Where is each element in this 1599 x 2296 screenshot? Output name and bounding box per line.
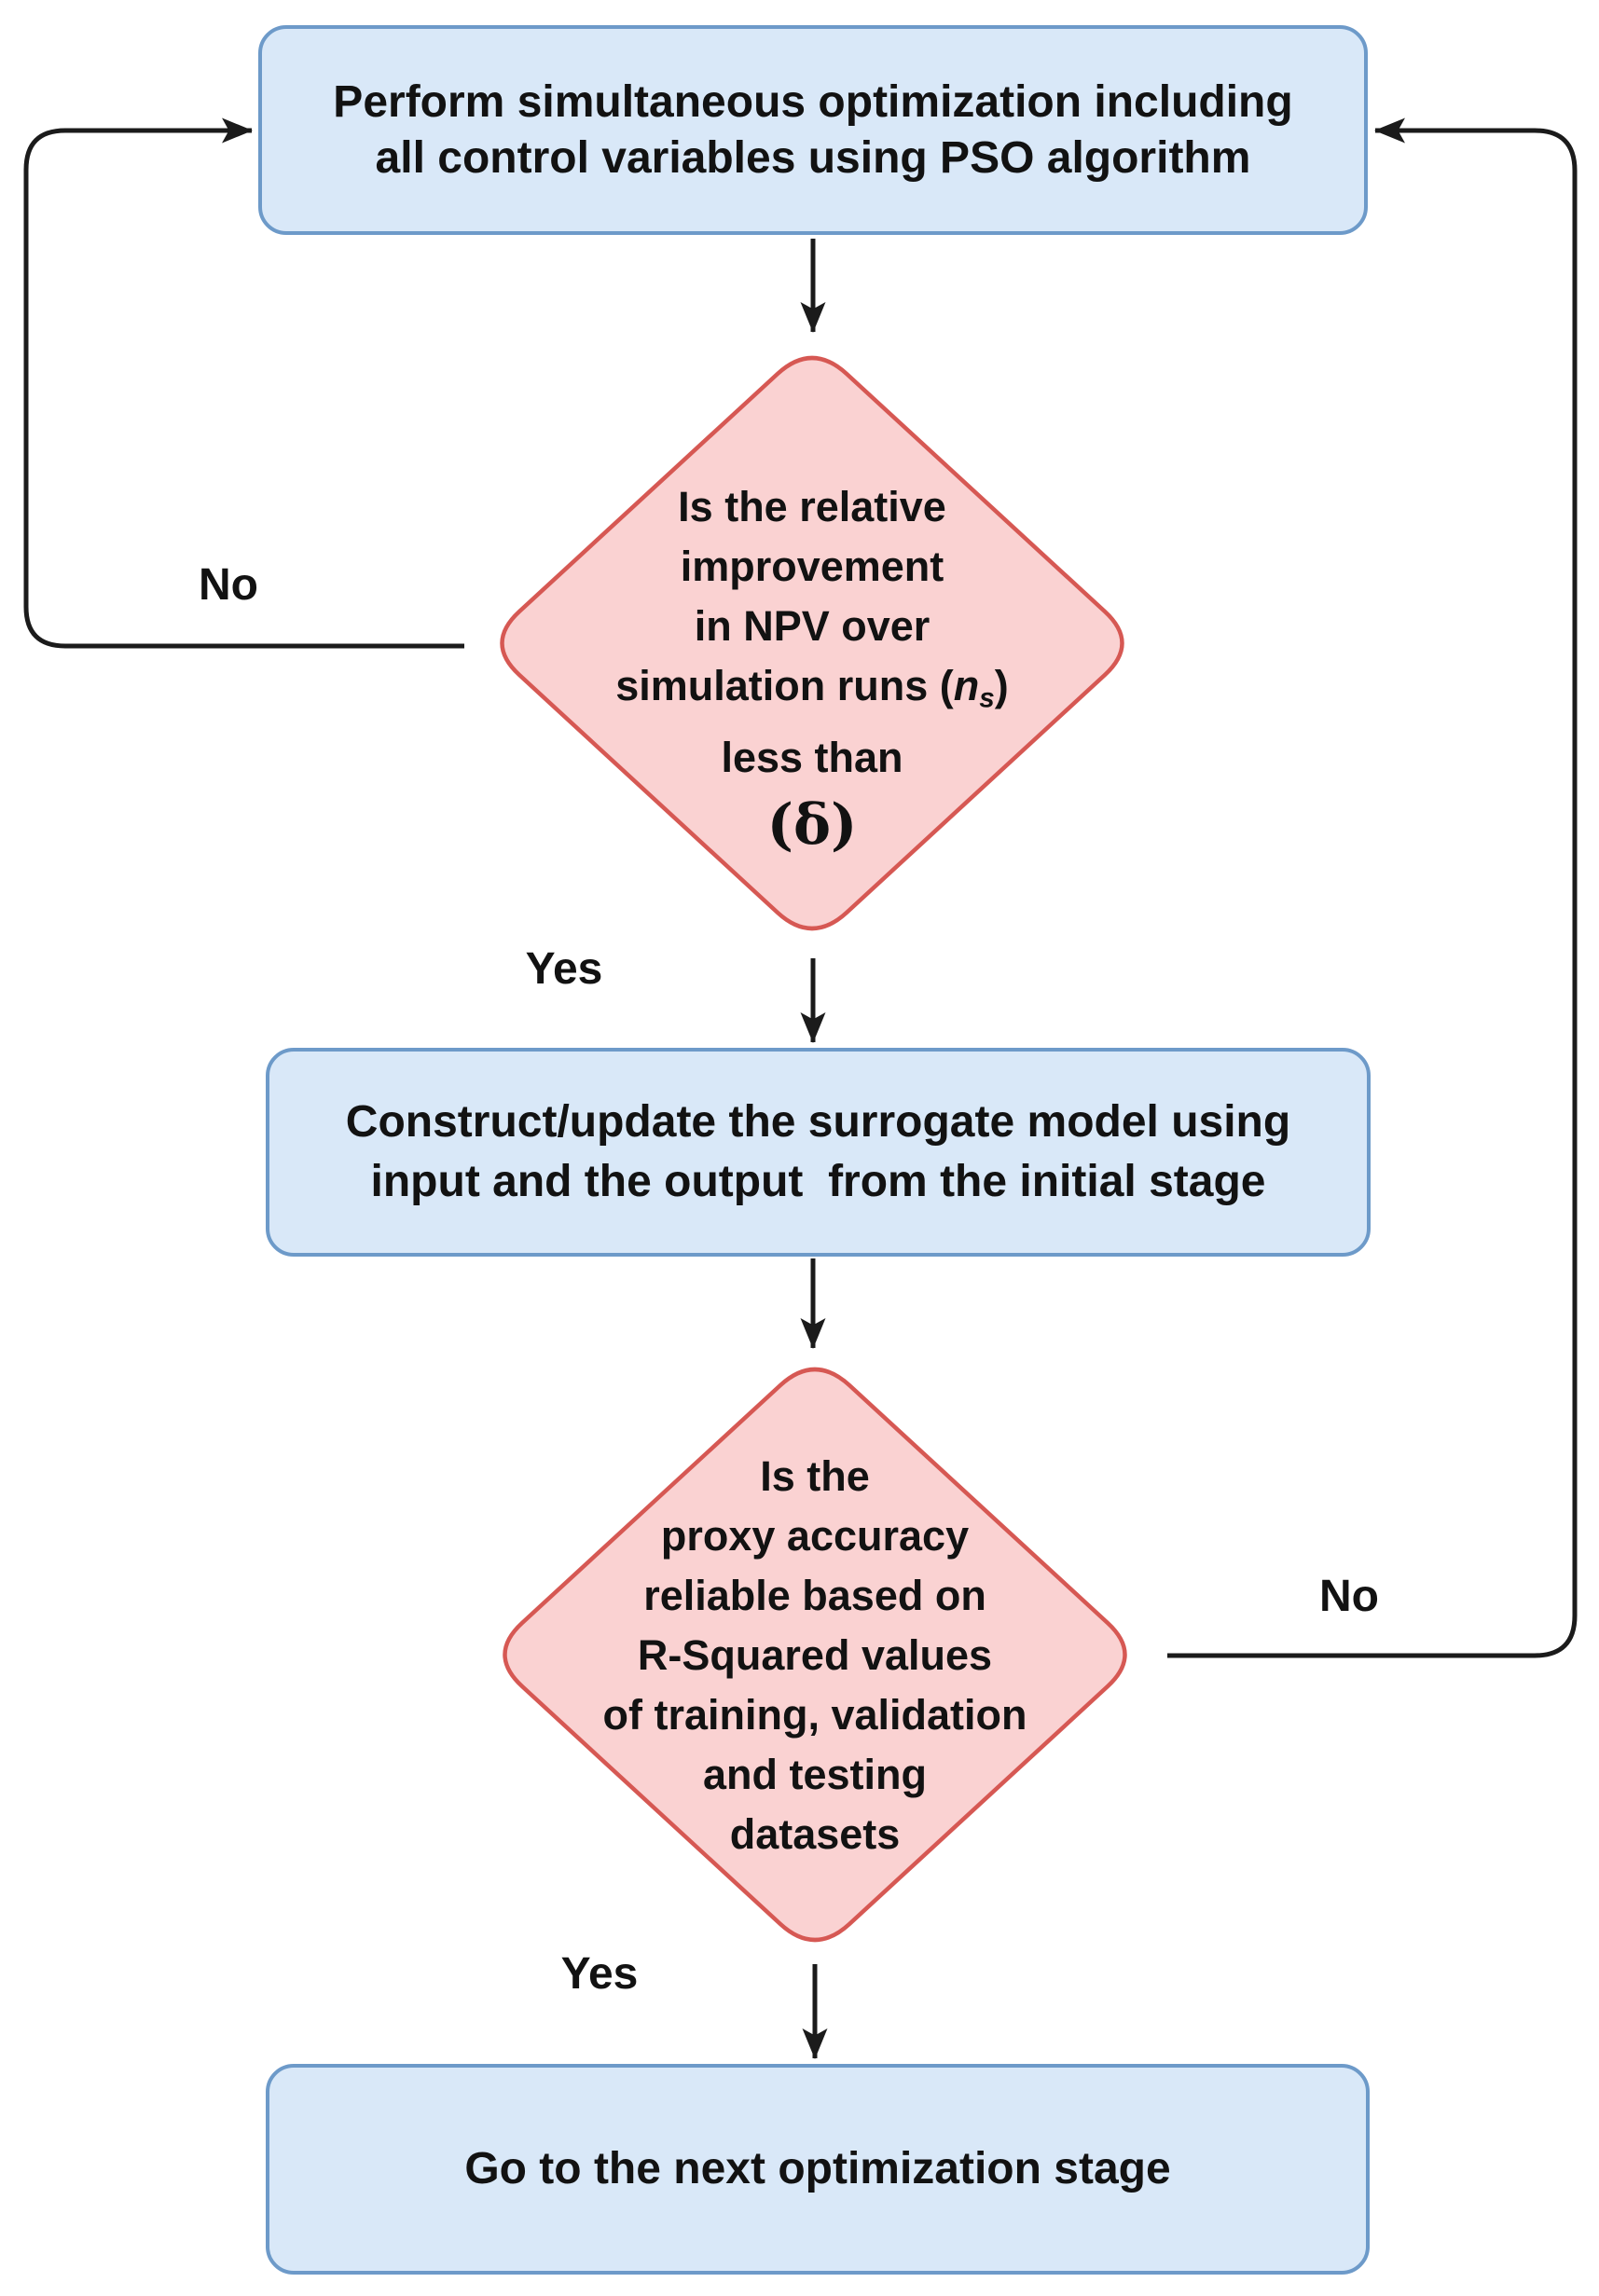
connector-no-loop-left xyxy=(23,117,464,649)
decision-proxy-line-4: R-Squared values xyxy=(637,1631,993,1679)
decision-proxy-line-6: and testing xyxy=(702,1751,927,1798)
process-box-next-stage: Go to the next optimization stage xyxy=(266,2064,1370,2275)
decision-proxy-line-7: datasets xyxy=(729,1810,901,1858)
variable-ns: n xyxy=(953,662,980,709)
decision-npv-line-3: in NPV over xyxy=(694,602,930,650)
decision-npv-line-2: improvement xyxy=(680,543,944,590)
decision-proxy-text: Is the proxy accuracy reliable based on … xyxy=(535,1447,1095,1864)
decision-proxy-line-1: Is the xyxy=(760,1452,870,1500)
decision-proxy-line-2: proxy accuracy xyxy=(660,1512,970,1560)
decision-diamond-proxy-shape xyxy=(503,1367,1127,1943)
variable-ns-subscript: s xyxy=(979,682,995,714)
decision-npv-line-4: simulation runs (ns) xyxy=(615,662,1009,714)
connector-no-loop-right xyxy=(1167,117,1578,1658)
process-box-surrogate: Construct/update the surrogate model usi… xyxy=(266,1048,1371,1257)
edge-label-yes-left: Yes xyxy=(525,944,603,994)
process-surrogate-line-1: Construct/update the surrogate model usi… xyxy=(345,1097,1291,1147)
decision-diamond-npv-shape xyxy=(500,355,1124,931)
process-box-pso: Perform simultaneous optimization includ… xyxy=(258,25,1368,235)
edge-label-yes-bottom: Yes xyxy=(560,1949,639,1999)
process-pso-line-1: Perform simultaneous optimization includ… xyxy=(333,76,1293,127)
delta-threshold-symbol: (δ) xyxy=(766,792,858,859)
process-pso-line-2: all control variables using PSO algorith… xyxy=(375,132,1251,183)
edge-label-no-right: No xyxy=(1319,1572,1379,1621)
edge-label-no-left: No xyxy=(199,560,258,610)
decision-proxy-line-3: reliable based on xyxy=(643,1572,986,1619)
decision-npv-line-5: less than xyxy=(721,734,903,782)
process-next-stage-label: Go to the next optimization stage xyxy=(464,2144,1171,2193)
process-surrogate-line-2: input and the output from the initial st… xyxy=(370,1157,1266,1206)
decision-npv-line-1: Is the relative xyxy=(678,483,946,530)
decision-npv-text: Is the relative improvement in NPV over … xyxy=(532,477,1092,862)
decision-proxy-line-5: of training, validation xyxy=(602,1691,1027,1739)
